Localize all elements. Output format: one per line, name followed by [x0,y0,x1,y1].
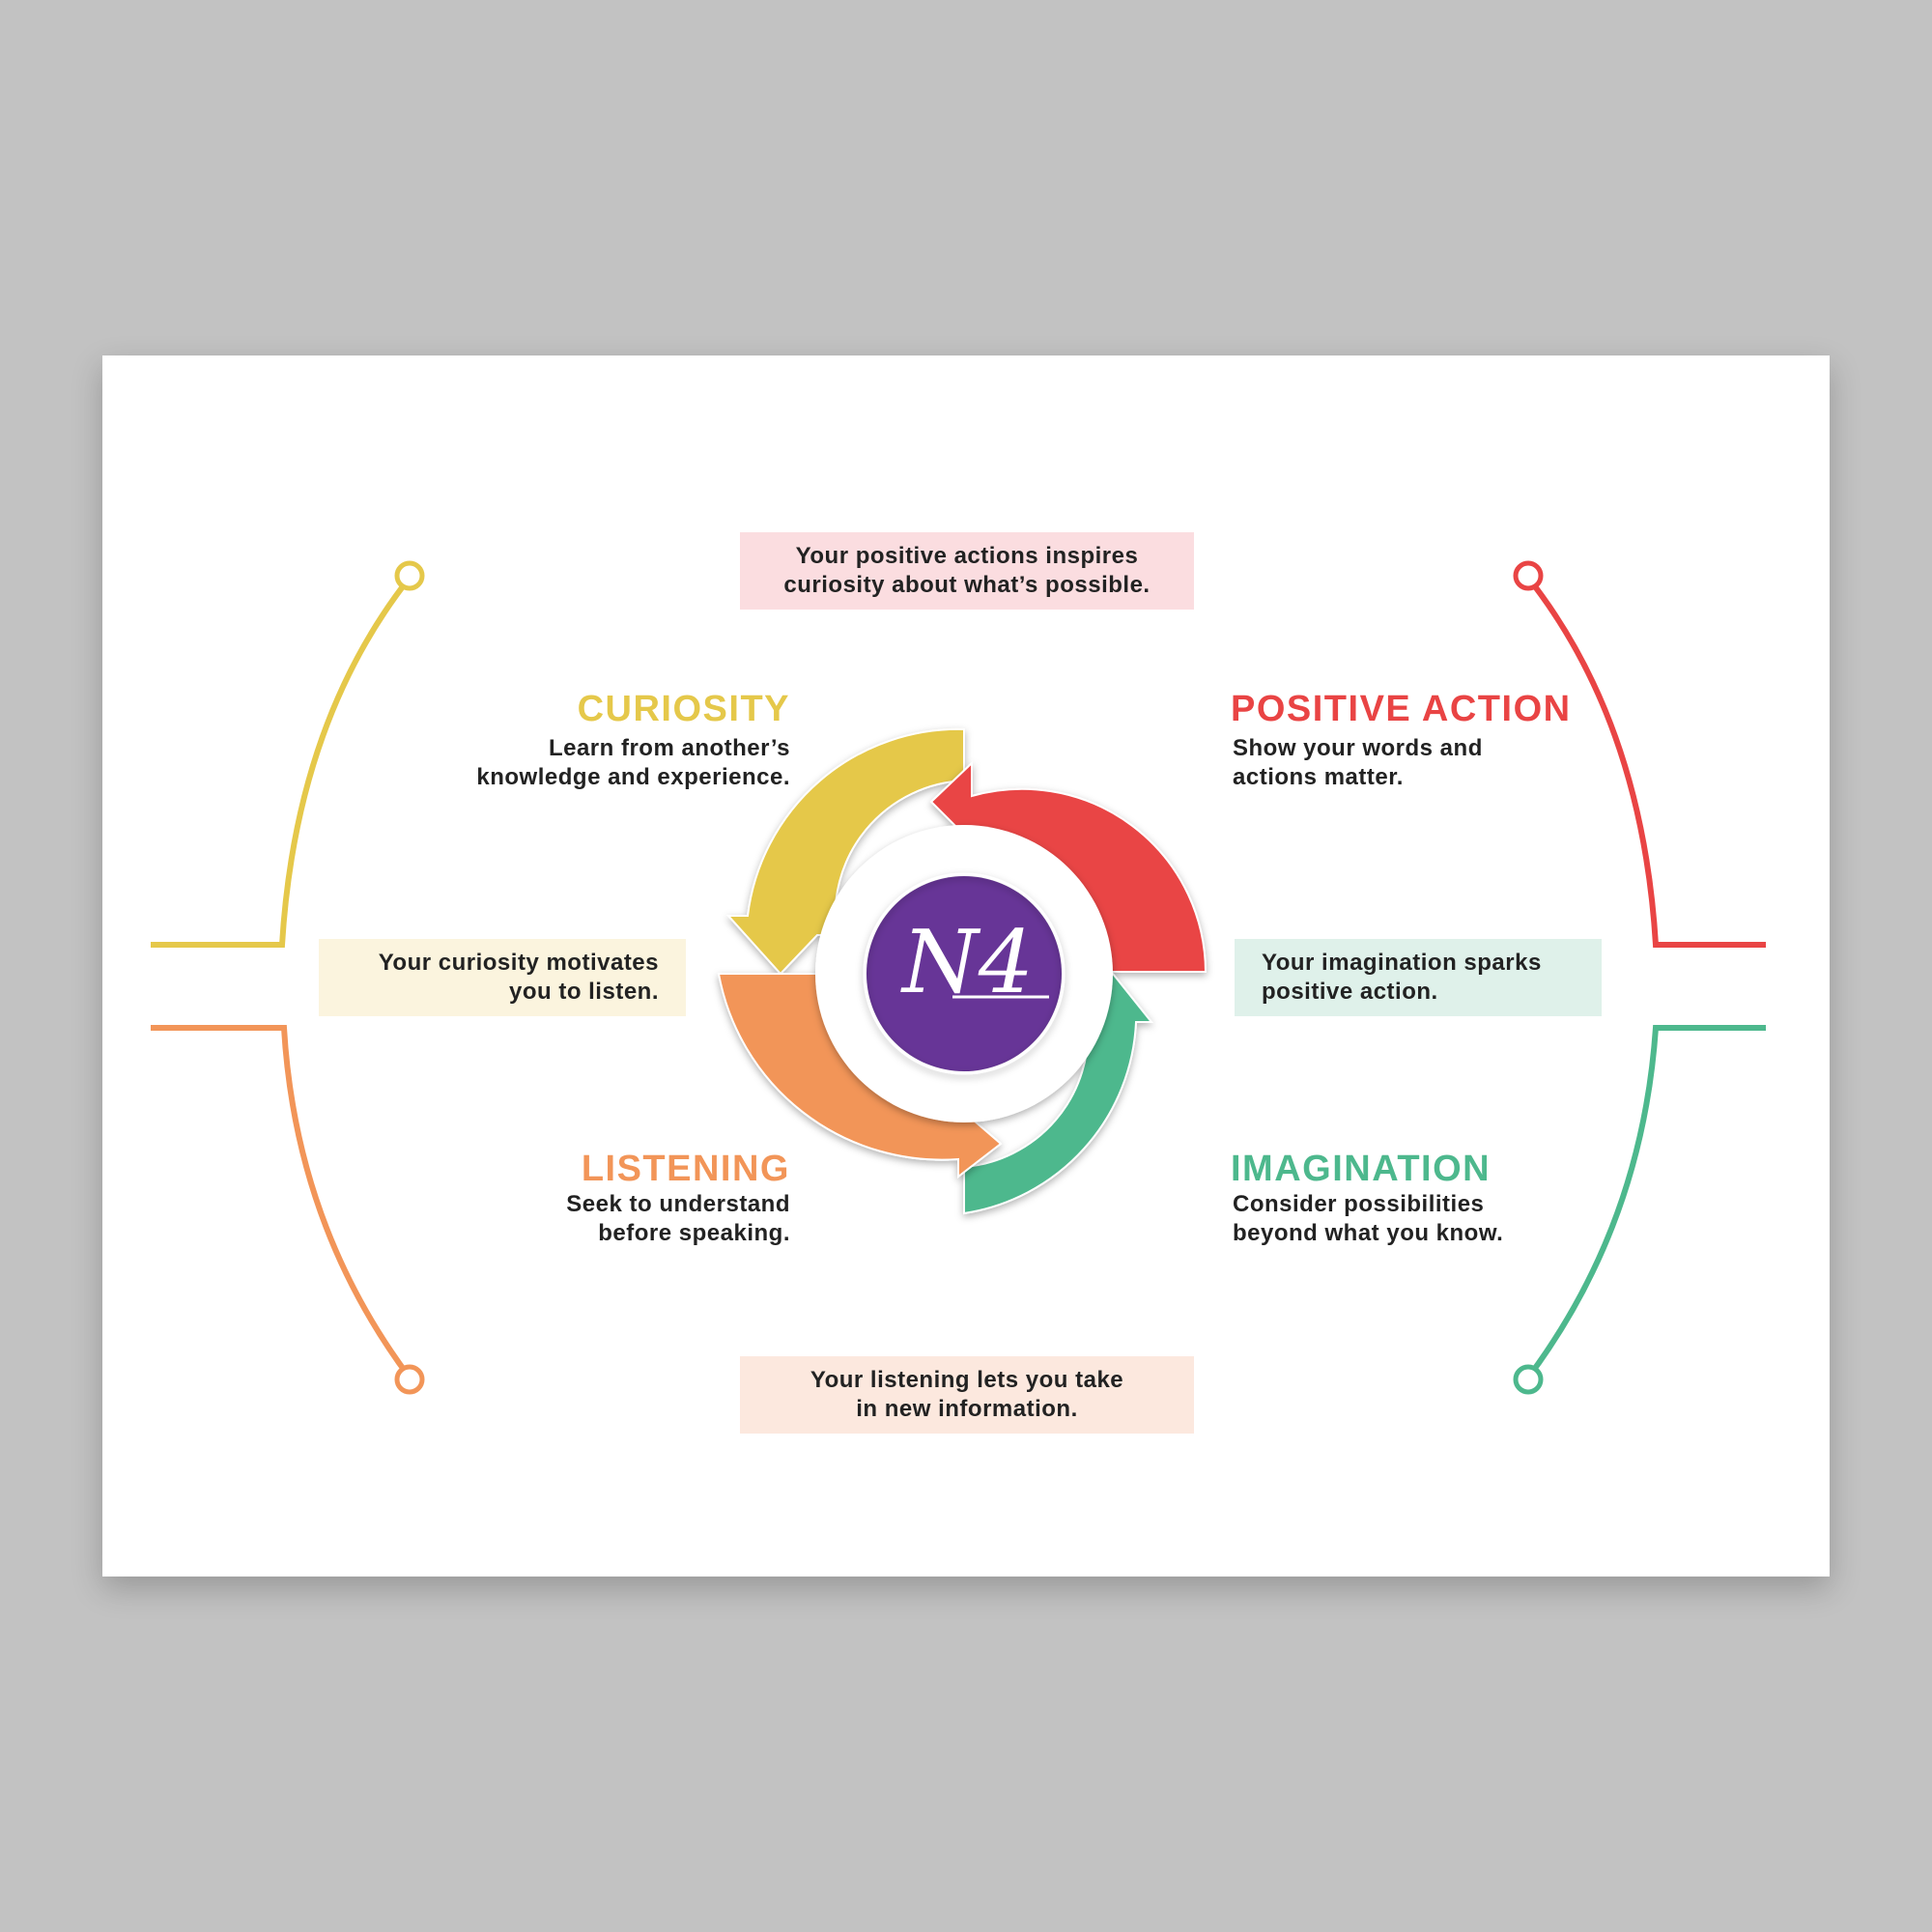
curiosity-description-line2: knowledge and experience. [476,764,790,790]
listening-description-line2: before speaking. [598,1220,790,1246]
infographic-card: N4 CURIOSITY Learn from another’s knowle… [102,355,1830,1577]
curiosity-arrow [725,727,965,976]
n4-logo-circle [867,876,1062,1071]
note-right: Your imagination sparks positive action. [1235,939,1602,1016]
note-right-line1: Your imagination sparks [1262,950,1542,976]
positive-action-description-line2: actions matter. [1233,764,1404,790]
listening-bracket [151,1025,412,1379]
curiosity-description-line1: Learn from another’s [548,735,790,761]
note-top: Your positive actions inspires curiosity… [740,532,1194,610]
listening-title: LISTENING [581,1149,790,1189]
note-left-line2: you to listen. [508,979,659,1005]
note-right-line2: positive action. [1262,979,1438,1005]
note-top-line1: Your positive actions inspires [795,543,1139,569]
curiosity-title: CURIOSITY [577,689,790,729]
listening-description-line1: Seek to understand [566,1191,790,1217]
curiosity-endpoint [394,560,425,591]
cycle-diagram [717,663,1208,1294]
note-bottom-line2: in new information. [856,1396,1078,1422]
positive-action-endpoint [1513,560,1544,591]
listening-endpoint [394,1364,425,1395]
positive-action-description-line1: Show your words and [1233,735,1483,761]
side-brackets [151,560,1766,1395]
imagination-description: Consider possibilities beyond what you k… [1233,1190,1503,1248]
listening-description: Seek to understand before speaking. [566,1190,790,1248]
imagination-endpoint [1513,1364,1544,1395]
n4-monogram-logo: N4 [902,912,1035,1013]
positive-action-title: POSITIVE ACTION [1231,689,1572,729]
note-bottom: Your listening lets you take in new info… [740,1356,1194,1434]
note-top-line2: curiosity about what’s possible. [783,572,1151,598]
imagination-description-line1: Consider possibilities [1233,1191,1485,1217]
note-left-line1: Your curiosity motivates [378,950,659,976]
positive-action-description: Show your words and actions matter. [1233,734,1483,792]
curiosity-description: Learn from another’s knowledge and exper… [476,734,790,792]
imagination-title: IMAGINATION [1231,1149,1492,1189]
imagination-bracket [1525,1025,1766,1379]
note-left: Your curiosity motivates you to listen. [319,939,686,1016]
imagination-description-line2: beyond what you know. [1233,1220,1504,1246]
positive-action-bracket [1525,576,1766,948]
note-bottom-line1: Your listening lets you take [810,1367,1124,1393]
curiosity-bracket [151,576,412,948]
